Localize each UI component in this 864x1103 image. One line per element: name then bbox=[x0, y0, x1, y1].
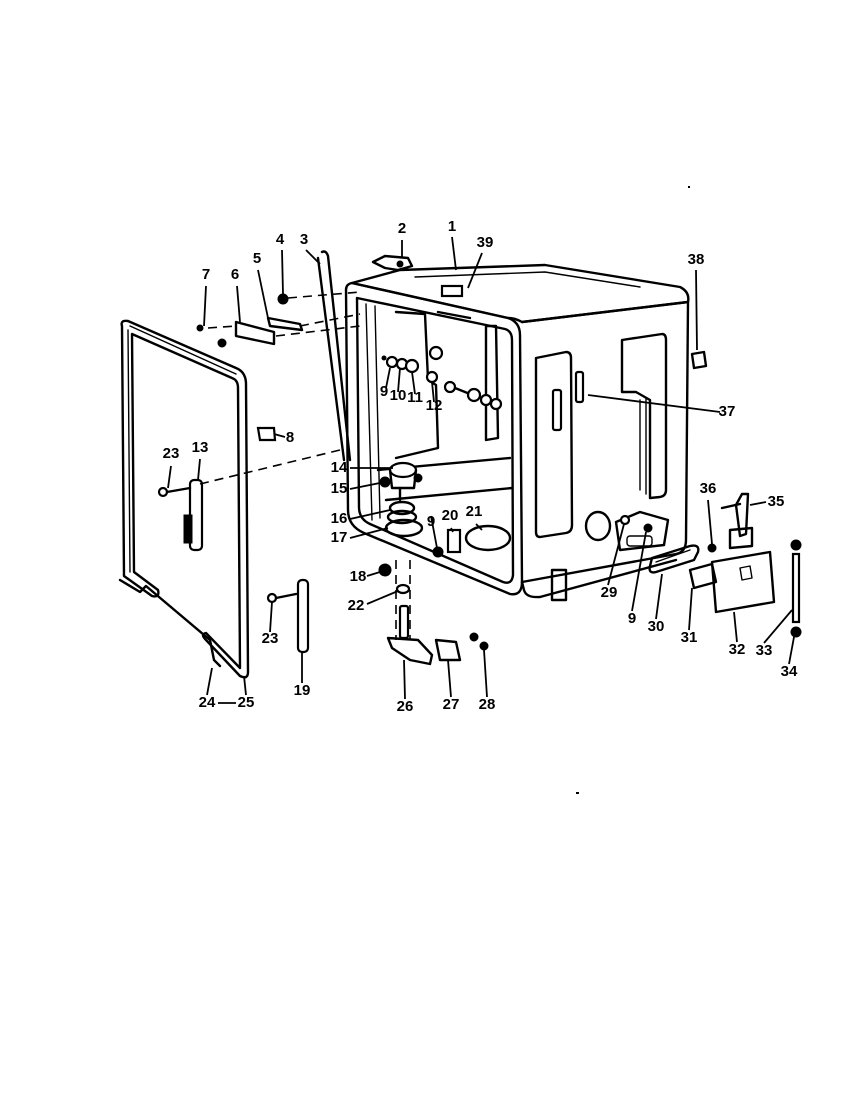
leader-lines bbox=[167, 236, 795, 704]
callout-33: 33 bbox=[756, 642, 773, 659]
callout-9b: 9 bbox=[427, 513, 435, 530]
inlet-fittings bbox=[381, 345, 503, 411]
callout-21: 21 bbox=[466, 503, 483, 520]
stray-mark bbox=[576, 792, 579, 794]
stray-mark bbox=[688, 186, 690, 188]
callout-4: 4 bbox=[276, 231, 285, 248]
callout-9c: 9 bbox=[628, 610, 636, 627]
callout-labels: 1 2 3 4 5 6 7 8 9 10 11 12 13 14 15 16 1… bbox=[163, 218, 798, 715]
callout-9a: 9 bbox=[380, 383, 388, 400]
callout-12: 12 bbox=[426, 397, 443, 414]
callout-37: 37 bbox=[719, 403, 736, 420]
callout-20: 20 bbox=[442, 507, 459, 524]
callout-30: 30 bbox=[648, 618, 665, 635]
callout-6: 6 bbox=[231, 266, 239, 283]
callout-14: 14 bbox=[331, 459, 348, 476]
callout-34: 34 bbox=[781, 663, 798, 680]
callout-29: 29 bbox=[601, 584, 618, 601]
callout-23a: 23 bbox=[163, 445, 180, 462]
callout-19: 19 bbox=[294, 682, 311, 699]
callout-22: 22 bbox=[348, 597, 365, 614]
callout-7: 7 bbox=[202, 266, 210, 283]
callout-26: 26 bbox=[397, 698, 414, 715]
callout-13: 13 bbox=[192, 439, 209, 456]
callout-28: 28 bbox=[479, 696, 496, 713]
callout-1: 1 bbox=[448, 218, 456, 235]
door-frame bbox=[118, 319, 341, 679]
callout-25: 25 bbox=[238, 694, 255, 711]
callout-39: 39 bbox=[477, 234, 494, 251]
callout-8: 8 bbox=[286, 429, 294, 446]
callout-31: 31 bbox=[681, 629, 698, 646]
callout-11: 11 bbox=[407, 389, 423, 406]
callout-38: 38 bbox=[688, 251, 705, 268]
callout-32: 32 bbox=[729, 641, 746, 658]
hinge-parts bbox=[196, 291, 361, 348]
pump-assembly bbox=[379, 461, 512, 558]
callout-2: 2 bbox=[398, 220, 406, 237]
callout-23b: 23 bbox=[262, 630, 279, 647]
callout-5: 5 bbox=[253, 250, 261, 267]
right-side-parts bbox=[619, 350, 802, 638]
callout-3: 3 bbox=[300, 231, 308, 248]
callout-24: 24 bbox=[199, 694, 216, 711]
callout-35: 35 bbox=[768, 493, 785, 510]
callout-16: 16 bbox=[331, 510, 348, 527]
callout-15: 15 bbox=[331, 480, 348, 497]
callout-27: 27 bbox=[443, 696, 460, 713]
tub-assembly bbox=[344, 254, 690, 602]
callout-10: 10 bbox=[390, 387, 407, 404]
vent-tube bbox=[320, 250, 352, 462]
callout-36: 36 bbox=[700, 480, 717, 497]
lower-hinge-parts bbox=[378, 560, 489, 666]
callout-18: 18 bbox=[350, 568, 367, 585]
callout-17: 17 bbox=[331, 529, 348, 546]
